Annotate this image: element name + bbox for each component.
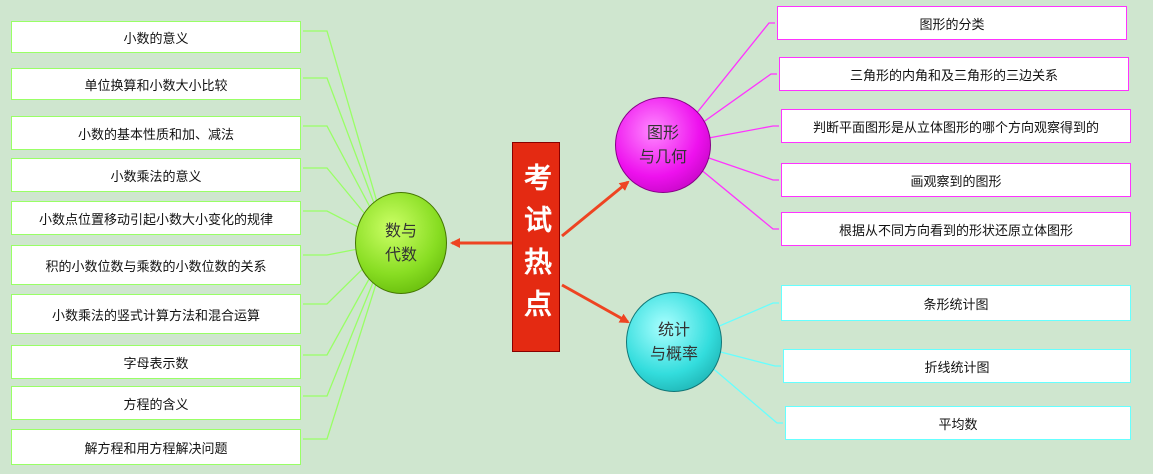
arrow-to-stats [561,283,630,324]
connector-line [670,22,775,146]
algebra-item: 小数的基本性质和加、减法 [11,116,301,150]
connector-line [303,242,390,356]
algebra-connectors [303,30,390,440]
geometry-item: 三角形的内角和及三角形的三边关系 [779,57,1129,91]
stats-item: 条形统计图 [781,285,1131,321]
algebra-item: 小数乘法的意义 [11,158,301,192]
center-topic: 考试热点 [512,142,560,352]
connector-line [303,125,390,244]
stats-item: 折线统计图 [783,349,1131,383]
geometry-item: 判断平面图形是从立体图形的哪个方向观察得到的 [781,109,1131,143]
stats-item: 平均数 [785,406,1131,440]
algebra-hub: 数与 代数 [355,192,447,294]
connector-line [303,77,390,244]
algebra-item: 积的小数位数与乘数的小数位数的关系 [11,245,301,285]
geometry-item: 根据从不同方向看到的形状还原立体图形 [781,212,1131,246]
algebra-item: 字母表示数 [11,345,301,379]
stats-hub: 统计 与概率 [626,292,722,392]
algebra-item: 单位换算和小数大小比较 [11,68,301,100]
geometry-hub: 图形 与几何 [615,97,711,193]
algebra-item: 解方程和用方程解决问题 [11,429,301,465]
algebra-item: 小数的意义 [11,21,301,53]
algebra-item: 方程的含义 [11,386,301,420]
arrow-to-geometry [561,180,630,238]
geometry-item: 图形的分类 [777,6,1127,40]
connector-line [303,242,390,440]
connector-line [303,30,390,244]
connector-line [303,242,390,397]
connector-line [670,144,779,230]
algebra-item: 小数点位置移动引起小数大小变化的规律 [11,201,301,235]
algebra-item: 小数乘法的竖式计算方法和混合运算 [11,294,301,334]
geometry-item: 画观察到的图形 [781,163,1131,197]
